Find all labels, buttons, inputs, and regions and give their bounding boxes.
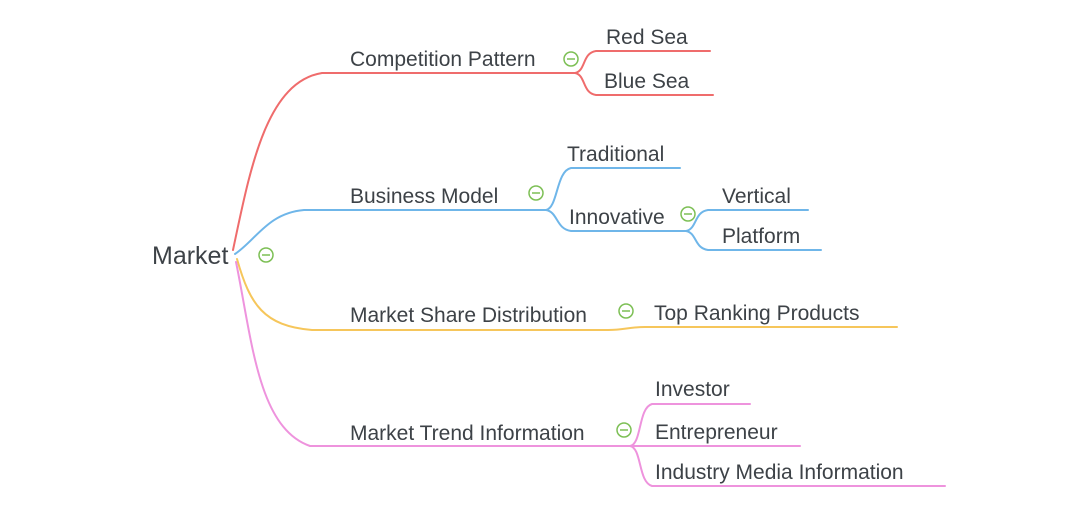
collapse-minus-icon-business-model[interactable] <box>528 185 544 201</box>
branch-line-market-share-distribution <box>236 258 898 331</box>
node-label-industry-media-information[interactable]: Industry Media Information <box>655 461 904 484</box>
node-label-top-ranking-products[interactable]: Top Ranking Products <box>654 302 859 325</box>
node-label-red-sea[interactable]: Red Sea <box>606 26 688 49</box>
node-label-blue-sea[interactable]: Blue Sea <box>604 70 690 93</box>
node-label-business-model[interactable]: Business Model <box>350 185 498 208</box>
node-label-investor[interactable]: Investor <box>655 378 730 401</box>
branch-line-investor <box>629 403 751 447</box>
node-label-vertical[interactable]: Vertical <box>722 185 791 208</box>
collapse-minus-icon-market[interactable] <box>258 247 274 263</box>
collapse-minus-icon-competition-pattern[interactable] <box>563 51 579 67</box>
collapse-minus-icon-innovative[interactable] <box>680 206 696 222</box>
branch-line-market-trend-information <box>235 261 631 447</box>
collapse-minus-icon-market-share-distribution[interactable] <box>618 303 634 319</box>
collapse-minus-icon-market-trend-information[interactable] <box>616 422 632 438</box>
node-label-entrepreneur[interactable]: Entrepreneur <box>655 421 778 444</box>
branch-line-innovative <box>545 209 687 232</box>
branch-line-traditional <box>545 167 681 211</box>
node-label-competition-pattern[interactable]: Competition Pattern <box>350 48 536 71</box>
branch-line-vertical <box>685 209 809 232</box>
branch-line-platform <box>685 230 822 251</box>
branch-line-industry-media-information <box>629 445 946 487</box>
branch-line-competition-pattern <box>232 72 576 251</box>
branch-line-business-model <box>234 209 547 255</box>
node-label-traditional[interactable]: Traditional <box>567 143 664 166</box>
branch-line-blue-sea <box>574 72 714 96</box>
node-label-market-trend-information[interactable]: Market Trend Information <box>350 422 585 445</box>
node-label-market[interactable]: Market <box>152 242 228 270</box>
branch-line-red-sea <box>574 50 711 74</box>
node-label-platform[interactable]: Platform <box>722 225 800 248</box>
node-label-innovative[interactable]: Innovative <box>569 206 665 229</box>
node-label-market-share-distribution[interactable]: Market Share Distribution <box>350 304 587 327</box>
